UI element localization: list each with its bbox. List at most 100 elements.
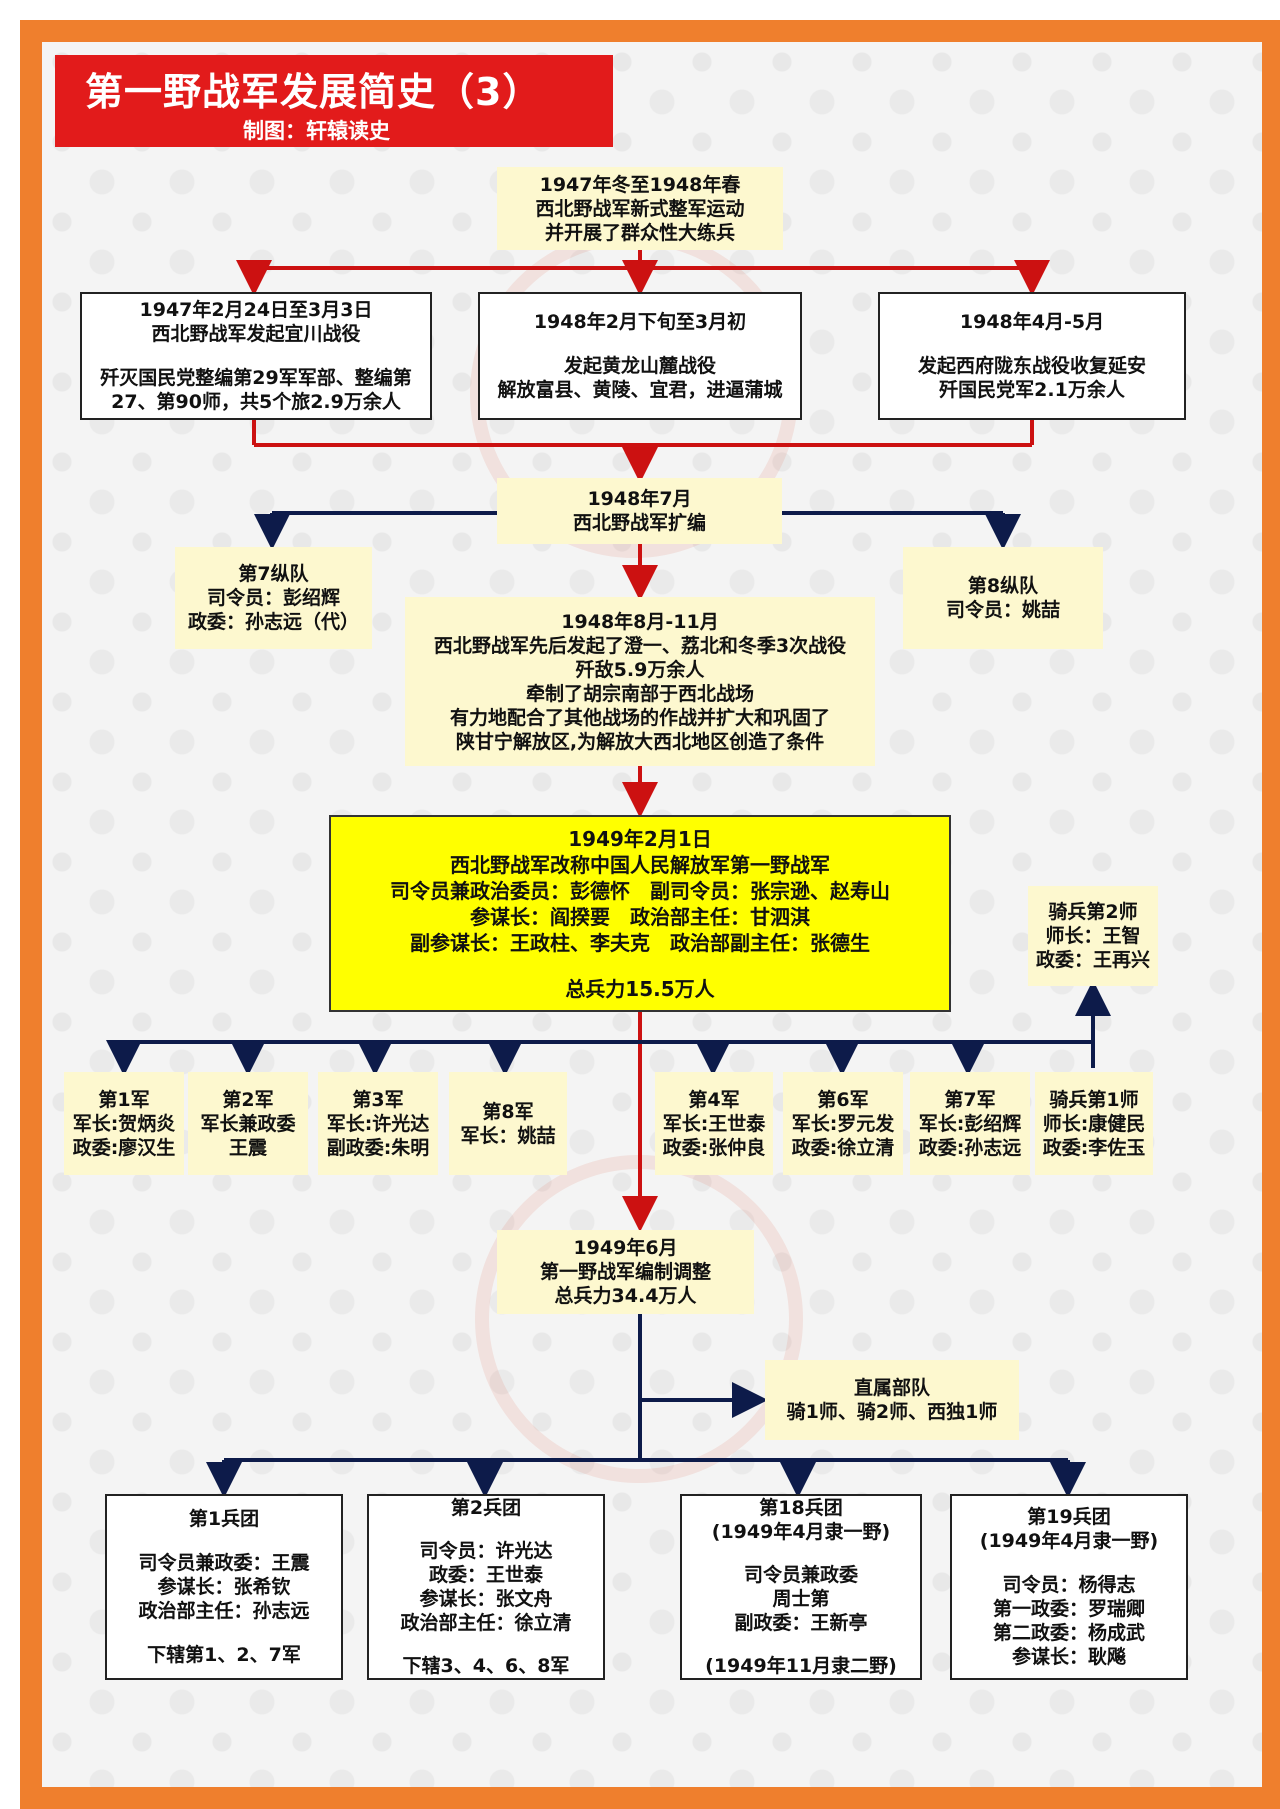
node-army-3: 第3军军长:许光达副政委:朱明 (318, 1072, 438, 1175)
node-line: 军长:王世泰 (662, 1112, 766, 1135)
node-line: 政委：王再兴 (1035, 949, 1150, 971)
node-line: 总兵力34.4万人 (554, 1285, 697, 1307)
node-direct-units: 直属部队骑1师、骑2师、西独1师 (765, 1360, 1019, 1440)
node-line: 歼国民党军2.1万余人 (939, 379, 1125, 401)
node-line: (1949年11月隶二野) (705, 1655, 897, 1677)
node-line: (1949年4月隶一野) (979, 1530, 1159, 1552)
node-line: 第2军 (222, 1088, 274, 1111)
node-1949-june-reorganization: 1949年6月第一野战军编制调整总兵力34.4万人 (497, 1230, 754, 1314)
node-line: 政委:廖汉生 (72, 1136, 176, 1159)
node-line: 歼灭国民党整编第29军军部、整编第 (100, 367, 412, 389)
node-line: 下辖第1、2、7军 (147, 1644, 301, 1666)
node-cavalry-division-2: 骑兵第2师师长：王智政委：王再兴 (1028, 886, 1158, 986)
node-line: 副参谋长：王政柱、李夫克 政治部副主任：张德生 (410, 930, 870, 955)
node-line: 军长兼政委 (200, 1112, 296, 1135)
node-line: 副政委:朱明 (326, 1136, 430, 1159)
node-line: 司令员：姚喆 (945, 599, 1060, 621)
node-line: 司令员兼政委：王震 (138, 1552, 310, 1574)
node-1948-campaigns: 1948年8月-11月西北野战军先后发起了澄一、荔北和冬季3次战役歼敌5.9万余… (405, 597, 875, 766)
node-line: 第7纵队 (238, 563, 309, 585)
node-line: 骑兵第1师 (1049, 1088, 1139, 1111)
node-line: 1947年冬至1948年春 (539, 173, 741, 196)
node-line: 第6军 (817, 1088, 869, 1111)
node-column-7: 第7纵队司令员：彭绍辉政委：孙志远（代） (175, 547, 372, 649)
node-line: 第19兵团 (1027, 1506, 1111, 1528)
node-line: 第一野战军编制调整 (539, 1261, 711, 1283)
node-line: 第8军 (482, 1100, 534, 1123)
node-line: 牵制了胡宗南部于西北战场 (525, 682, 754, 705)
node-cavalry-division-1: 骑兵第1师师长:康健民政委:李佐玉 (1035, 1072, 1153, 1175)
node-line: 军长:贺炳炎 (72, 1112, 176, 1135)
node-line: 西北野战军先后发起了澄一、荔北和冬季3次战役 (433, 634, 847, 657)
node-line: 1948年2月下旬至3月初 (533, 311, 747, 333)
node-line: 司令员：彭绍辉 (206, 587, 340, 609)
node-army-6: 第6军军长:罗元发政委:徐立清 (783, 1072, 903, 1175)
node-yichuan-campaign: 1947年2月24日至3月3日西北野战军发起宜川战役歼灭国民党整编第29军军部、… (80, 292, 432, 420)
node-line: 骑兵第2师 (1048, 901, 1138, 923)
node-line: 西北野战军新式整军运动 (535, 197, 745, 220)
page-subtitle: 制图：轩辕读史 (243, 119, 390, 143)
node-army-8: 第8军军长：姚喆 (449, 1072, 567, 1175)
node-line: 司令员：许光达 (419, 1540, 553, 1562)
node-huanglong-campaign: 1948年2月下旬至3月初发起黄龙山麓战役解放富县、黄陵、宜君，进逼蒲城 (478, 292, 802, 420)
node-line: 1947年2月24日至3月3日 (139, 299, 373, 321)
node-line: 第1军 (98, 1088, 150, 1111)
node-line: 参谋长：张希钦 (157, 1576, 291, 1598)
node-line: 第8纵队 (967, 575, 1039, 597)
node-line: 骑1师、骑2师、西独1师 (786, 1401, 998, 1423)
node-line: 司令员：杨得志 (1002, 1574, 1136, 1596)
node-line: 1948年7月 (587, 488, 692, 510)
node-army-group-19: 第19兵团(1949年4月隶一野)司令员：杨得志第一政委：罗瑞卿第二政委：杨成武… (950, 1494, 1188, 1680)
node-line: 政委：王世泰 (428, 1564, 543, 1586)
node-line: 1948年4月-5月 (959, 311, 1105, 333)
node-army-1: 第1军军长:贺炳炎政委:廖汉生 (64, 1072, 184, 1175)
node-line: 1949年2月1日 (568, 826, 712, 851)
node-column-8: 第8纵队司令员：姚喆 (903, 547, 1103, 649)
node-line: 军长:罗元发 (791, 1112, 895, 1135)
node-line: 政治部主任：徐立清 (400, 1612, 572, 1634)
node-line: 政委:孙志远 (918, 1136, 1022, 1159)
node-army-group-18: 第18兵团(1949年4月隶一野)司令员兼政委周士第副政委：王新亭(1949年1… (680, 1494, 922, 1680)
node-line: 政委:李佐玉 (1042, 1136, 1146, 1159)
node-line: 军长:许光达 (326, 1112, 430, 1135)
node-line: 周士第 (772, 1588, 830, 1610)
node-line: 参谋长：阎揆要 政治部主任：甘泗淇 (470, 904, 810, 929)
node-line: 歼敌5.9万余人 (575, 658, 705, 681)
node-line: 师长:康健民 (1042, 1112, 1146, 1135)
node-line: 师长：王智 (1045, 925, 1141, 947)
node-line: 直属部队 (853, 1377, 930, 1399)
node-line: 政委:徐立清 (791, 1136, 895, 1159)
node-army-4: 第4军军长:王世泰政委:张仲良 (655, 1072, 773, 1175)
node-army-2: 第2军军长兼政委王震 (188, 1072, 308, 1175)
node-line: 第1兵团 (188, 1508, 260, 1530)
page-title: 第一野战军发展简史（3） (85, 70, 542, 114)
node-line: 第一政委：罗瑞卿 (992, 1598, 1145, 1620)
node-line: 1949年6月 (573, 1237, 678, 1259)
title-banner: 第一野战军发展简史（3） 制图：轩辕读史 (55, 55, 613, 147)
node-1947-rectification: 1947年冬至1948年春西北野战军新式整军运动并开展了群众性大练兵 (497, 167, 783, 250)
node-line: 参谋长：张文舟 (419, 1588, 553, 1610)
node-line: 政委:张仲良 (662, 1136, 766, 1159)
node-line: 王震 (228, 1136, 267, 1159)
node-line: 政治部主任：孙志远 (138, 1600, 310, 1622)
node-line: 总兵力15.5万人 (565, 976, 715, 1001)
node-line: 军长:彭绍辉 (918, 1112, 1022, 1135)
node-line: 副政委：王新亭 (734, 1612, 868, 1634)
node-line: 解放富县、黄陵、宜君，进逼蒲城 (497, 379, 783, 401)
node-line: 第4军 (688, 1088, 740, 1111)
node-line: 西北野战军发起宜川战役 (151, 323, 361, 345)
node-line: 司令员兼政治委员：彭德怀 副司令员：张宗逊、赵寿山 (390, 878, 890, 903)
node-1948-expansion: 1948年7月西北野战军扩编 (497, 478, 782, 544)
node-line: 下辖3、4、6、8军 (402, 1655, 570, 1677)
node-army-group-1: 第1兵团司令员兼政委：王震参谋长：张希钦政治部主任：孙志远下辖第1、2、7军 (105, 1494, 343, 1680)
node-line: 第2兵团 (450, 1497, 522, 1519)
node-line: 1948年8月-11月 (561, 610, 719, 633)
node-line: 第3军 (352, 1088, 404, 1111)
node-line: 发起黄龙山麓战役 (563, 355, 716, 377)
node-line: 司令员兼政委 (743, 1564, 858, 1586)
node-line: 军长：姚喆 (460, 1124, 556, 1147)
node-line: 西北野战军扩编 (572, 512, 706, 534)
node-first-field-army-founding: 1949年2月1日西北野战军改称中国人民解放军第一野战军司令员兼政治委员：彭德怀… (329, 815, 951, 1012)
node-army-group-2: 第2兵团司令员：许光达政委：王世泰参谋长：张文舟政治部主任：徐立清下辖3、4、6… (367, 1494, 605, 1680)
node-army-7: 第7军军长:彭绍辉政委:孙志远 (910, 1072, 1030, 1175)
